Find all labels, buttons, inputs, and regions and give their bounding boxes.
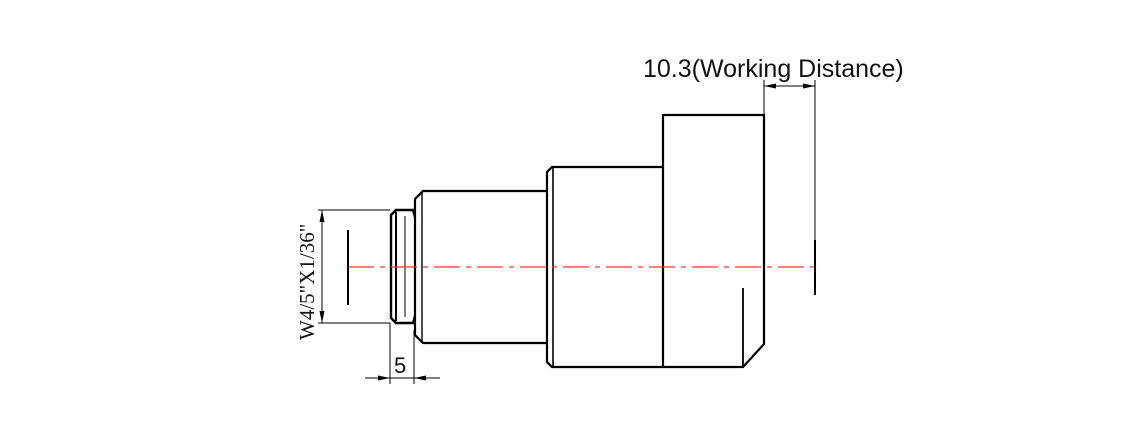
arrow-icon	[319, 311, 325, 323]
arrow-icon	[764, 83, 776, 89]
front-block	[661, 113, 766, 369]
middle-block	[545, 165, 662, 369]
arrow-icon	[414, 375, 426, 381]
arrow-icon	[378, 375, 390, 381]
thread-spec-label: W4/5"X1/36"	[295, 224, 319, 340]
thread-length-label: 5	[394, 353, 406, 378]
working-distance-label: 10.3(Working Distance)	[643, 55, 904, 83]
arrow-icon	[319, 210, 325, 222]
arrow-icon	[803, 83, 815, 89]
